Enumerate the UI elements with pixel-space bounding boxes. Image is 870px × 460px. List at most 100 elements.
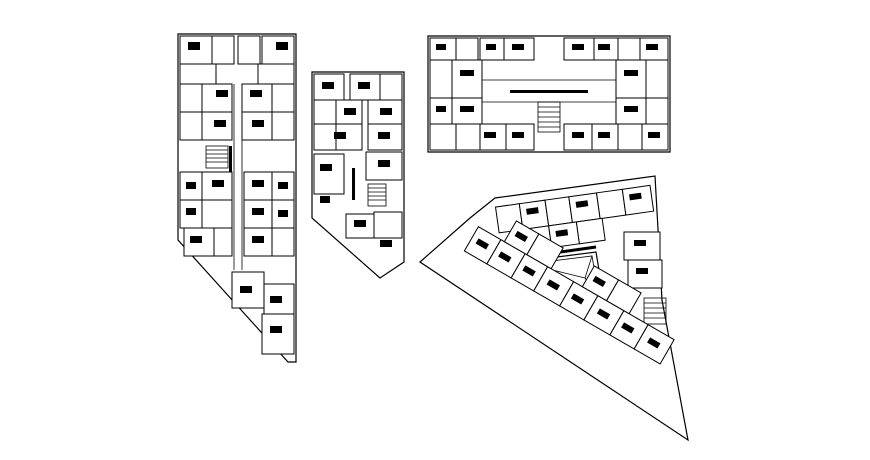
furniture [334,132,346,139]
room [617,123,643,151]
furniture [460,70,474,76]
furniture [621,322,635,334]
furniture [378,160,390,167]
furniture [216,90,228,97]
furniture [188,42,200,50]
furniture [252,208,264,215]
plan-block-top-right [427,35,671,153]
room [615,59,647,99]
furniture [512,44,524,50]
room [544,196,573,227]
furniture [270,326,282,333]
room [595,188,627,220]
tower-middle-outline [311,71,405,279]
furniture [252,120,264,127]
corridor-mark [229,146,232,178]
furniture [320,164,332,171]
room [617,37,641,61]
furniture [475,238,489,250]
room [313,99,337,125]
room [429,123,457,151]
furniture [546,279,560,291]
block-outline [427,35,671,153]
plan-tower-middle [311,71,405,279]
room [455,123,481,151]
furniture [486,44,496,50]
room [605,279,642,315]
furniture [322,82,334,89]
furniture [240,286,252,293]
room [313,123,337,151]
furniture [436,44,446,50]
room [379,73,403,101]
room [645,59,669,99]
room [575,217,606,245]
furniture [190,236,202,243]
tower-left-outline [177,33,297,363]
furniture [592,275,606,288]
furniture [634,240,646,246]
furniture [270,296,282,303]
furniture [378,132,390,139]
furniture [186,182,196,189]
furniture [624,70,638,76]
furniture [624,106,638,112]
stair-icon [643,297,667,325]
furniture [276,42,288,50]
furniture [278,182,288,189]
room [201,83,233,113]
furniture [498,251,512,263]
furniture [252,180,264,187]
furniture [436,106,446,112]
furniture [354,220,366,227]
room [271,111,295,141]
furniture [522,265,536,277]
furniture [526,207,539,215]
room [568,192,601,224]
furniture [252,236,264,243]
furniture [186,208,196,215]
room [211,35,235,65]
furniture [598,132,610,138]
furniture [646,44,658,50]
room [201,199,233,229]
furniture [575,200,589,208]
room [345,213,375,239]
triangle-outline [419,175,689,442]
stair-icon [205,145,229,169]
room [179,63,217,85]
furniture [572,44,584,50]
furniture [647,337,661,349]
furniture [596,308,611,320]
room [645,97,669,125]
furniture [570,293,585,305]
room [179,111,203,141]
furniture [512,132,524,138]
room [261,313,295,355]
room [451,59,483,99]
furniture [250,90,262,97]
furniture [380,240,392,247]
room [313,153,345,195]
furniture [212,180,224,187]
room [621,184,655,216]
furniture [344,108,356,115]
stair-icon [367,183,387,207]
room [526,233,564,270]
room [241,83,273,113]
plan-tower-left [177,33,297,363]
furniture [380,108,392,115]
furniture [555,229,569,237]
furniture [636,268,648,274]
room [271,227,295,257]
furniture [358,82,370,89]
furniture [460,106,474,112]
corridor-mark [352,168,355,200]
furniture [598,44,610,50]
stair-icon [537,101,561,133]
furniture [648,132,660,138]
plan-triangle-bottom-right [419,175,689,442]
room [455,37,479,61]
